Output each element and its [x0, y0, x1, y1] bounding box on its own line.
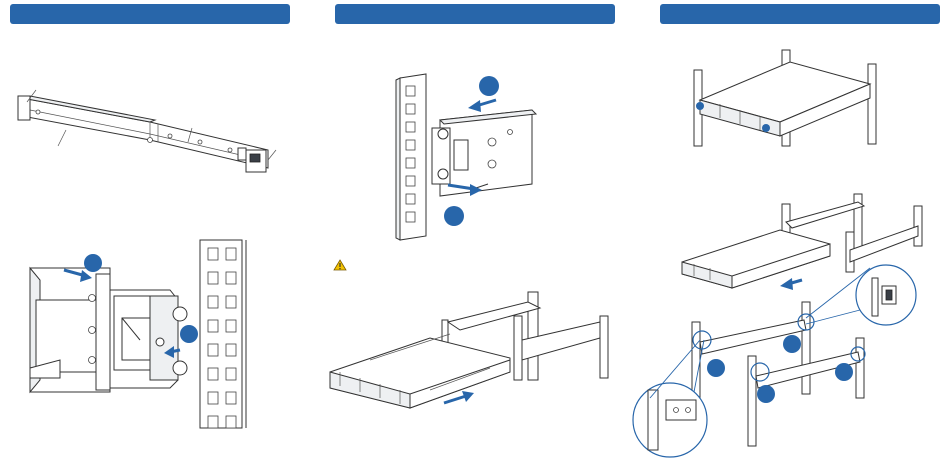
callout-circle [707, 359, 725, 377]
leader-line-2 [58, 130, 66, 146]
rack-square-hole [208, 320, 218, 332]
callout-circle [835, 363, 853, 381]
rack-square-hole [226, 392, 236, 404]
slide-arrow-1 [468, 100, 496, 112]
rack-post-drawing [200, 240, 246, 428]
callout-circle [783, 335, 801, 353]
rack-square-hole [406, 86, 415, 96]
rack-square-hole [406, 140, 415, 150]
rack-square-hole [406, 122, 415, 132]
rack-square-hole [208, 368, 218, 380]
rack-square-hole [406, 158, 415, 168]
callout-circle [757, 385, 775, 403]
warning-icon [334, 260, 346, 270]
rack-square-hole [226, 320, 236, 332]
rack-square-hole [208, 344, 218, 356]
rack-post-drawing [396, 74, 426, 240]
rail-end-drawing [432, 110, 536, 196]
rack-square-hole [208, 392, 218, 404]
rail-assembly-illustration [0, 0, 300, 462]
slide-rail-drawing [18, 96, 268, 172]
rack-square-hole [406, 194, 415, 204]
rack-square-hole [226, 248, 236, 260]
rack-square-hole [208, 296, 218, 308]
callout-circle [180, 325, 198, 343]
rail-mount-illustration [300, 0, 630, 462]
rack-square-hole [208, 416, 218, 428]
rack-square-hole [406, 176, 415, 186]
panel-2 [300, 0, 630, 462]
leader-line-4 [268, 150, 276, 160]
rack-square-hole [226, 416, 236, 428]
rack-square-hole [226, 296, 236, 308]
callout-circle [84, 254, 102, 272]
rack-square-hole [226, 344, 236, 356]
pull-arrow [780, 278, 802, 290]
panel-1 [0, 0, 300, 462]
rack-square-hole [406, 212, 415, 222]
rack-square-hole [406, 104, 415, 114]
rack-square-hole [208, 272, 218, 284]
panel-3 [630, 0, 950, 462]
rack-square-hole [208, 248, 218, 260]
callout-circle [444, 206, 464, 226]
callout-circle [479, 76, 499, 96]
rack-square-hole [226, 368, 236, 380]
server-installed-drawing [694, 50, 876, 146]
server-install-illustration [630, 0, 950, 462]
rail-bracket-drawing [30, 268, 187, 392]
server-into-rack-drawing [330, 292, 608, 408]
rack-square-hole [226, 272, 236, 284]
